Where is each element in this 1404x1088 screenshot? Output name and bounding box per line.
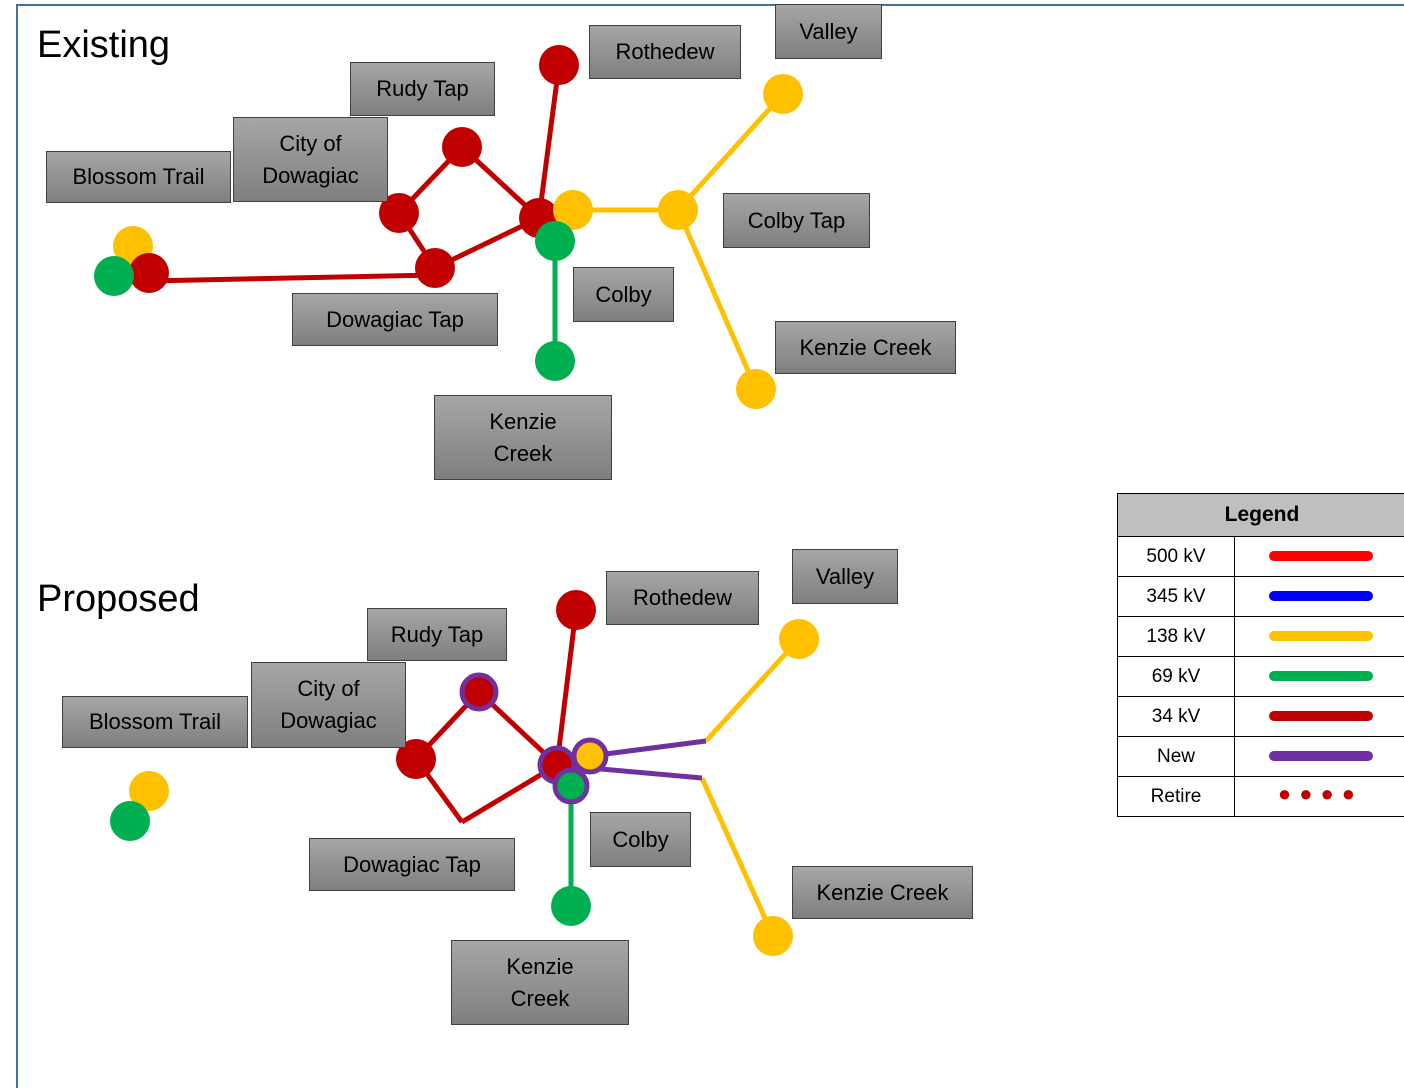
legend-row: 345 kV <box>1117 576 1404 617</box>
label-rudy-tap-proposed: Rudy Tap <box>367 608 507 661</box>
legend-row: 138 kV <box>1117 616 1404 657</box>
label-colby: Colby <box>573 267 674 322</box>
label-kenzie-creek-right: Kenzie Creek <box>775 321 956 374</box>
node-rudy-tap-proposed <box>459 672 499 712</box>
legend-row: Retire ●●●● <box>1117 776 1404 817</box>
label-kenzie-creek-bottom-proposed: Kenzie Creek <box>451 940 629 1025</box>
legend-title: Legend <box>1117 493 1404 537</box>
line-138kv-colbytap-valley <box>676 92 785 212</box>
legend-dots-swatch: ●●●● <box>1277 780 1364 806</box>
legend-line-swatch <box>1268 591 1373 602</box>
label-rudy-tap: Rudy Tap <box>350 62 495 116</box>
legend-row: New <box>1117 736 1404 777</box>
legend-label: 345 kV <box>1117 576 1235 617</box>
line-34kv-dowtap-blossom <box>148 272 436 284</box>
node-blossom-trail-69kv <box>94 256 134 296</box>
line-34kv-rothedew-colby <box>536 64 562 219</box>
label-rothedew-proposed: Rothedew <box>606 571 759 625</box>
node-kenzie-creek-138kv <box>736 369 776 409</box>
node-city-of-dowagiac-proposed <box>396 739 436 779</box>
legend-swatch-cell <box>1234 656 1404 697</box>
legend-label: 138 kV <box>1117 616 1235 657</box>
legend-line-swatch <box>1268 551 1373 562</box>
label-dowagiac-tap: Dowagiac Tap <box>292 293 498 346</box>
line-138kv-kenzie-proposed <box>699 776 776 938</box>
node-valley-proposed <box>779 619 819 659</box>
legend-swatch-cell <box>1234 696 1404 737</box>
label-kenzie-creek-bottom: Kenzie Creek <box>434 395 612 480</box>
node-blossom-trail-69kv-proposed <box>110 801 150 841</box>
slide-frame <box>16 4 1404 1088</box>
label-dowagiac-tap-proposed: Dowagiac Tap <box>309 838 515 891</box>
legend-swatch-cell <box>1234 536 1404 577</box>
legend-swatch-cell <box>1234 576 1404 617</box>
legend-line-swatch <box>1268 671 1373 682</box>
legend-swatch-cell <box>1234 616 1404 657</box>
legend-label: 500 kV <box>1117 536 1235 577</box>
node-colby-tap <box>658 190 698 230</box>
node-blossom-trail-34kv <box>129 253 169 293</box>
legend-line-swatch <box>1268 631 1373 642</box>
line-138kv-valley-proposed <box>704 637 801 743</box>
legend-line-swatch <box>1268 711 1373 722</box>
legend-label: 69 kV <box>1117 656 1235 697</box>
legend-row: 69 kV <box>1117 656 1404 697</box>
node-dowagiac-tap <box>415 248 455 288</box>
legend-label: New <box>1117 736 1235 777</box>
node-colby-69kv-proposed <box>552 767 590 805</box>
node-valley <box>763 74 803 114</box>
line-34kv-rothedew-colby-proposed <box>554 609 579 766</box>
line-138kv-colbytap-kenzie <box>675 209 759 390</box>
label-rothedew: Rothedew <box>589 25 741 79</box>
legend-swatch-cell: ●●●● <box>1234 776 1404 817</box>
label-blossom-trail-proposed: Blossom Trail <box>62 696 248 748</box>
legend-line-swatch <box>1268 751 1373 762</box>
node-city-of-dowagiac <box>379 193 419 233</box>
node-kenzie-creek-69kv <box>535 341 575 381</box>
node-kenzie-creek-138kv-proposed <box>753 916 793 956</box>
node-rothedew <box>539 45 579 85</box>
legend-label: Retire <box>1117 776 1235 817</box>
node-kenzie-creek-69kv-proposed <box>551 886 591 926</box>
node-rudy-tap <box>442 127 482 167</box>
existing-network <box>94 45 803 409</box>
existing-title: Existing <box>37 24 171 66</box>
label-blossom-trail: Blossom Trail <box>46 151 231 203</box>
node-rothedew-proposed <box>556 590 596 630</box>
legend-row: 500 kV <box>1117 536 1404 577</box>
node-colby-138kv-proposed <box>571 737 609 775</box>
node-colby-69kv <box>535 221 575 261</box>
legend-row: 34 kV <box>1117 696 1404 737</box>
line-new-to-valley <box>589 738 707 759</box>
label-colby-proposed: Colby <box>590 812 691 867</box>
label-valley: Valley <box>775 4 882 59</box>
label-valley-proposed: Valley <box>792 549 898 604</box>
label-city-of-dowagiac: City of Dowagiac <box>233 117 388 202</box>
label-city-of-dowagiac-proposed: City of Dowagiac <box>251 662 406 748</box>
proposed-network <box>110 590 819 956</box>
legend-label: 34 kV <box>1117 696 1235 737</box>
proposed-title: Proposed <box>37 578 200 620</box>
label-colby-tap: Colby Tap <box>723 193 870 248</box>
node-blossom-trail-138kv-proposed <box>129 771 169 811</box>
node-colby-138kv <box>553 190 593 230</box>
label-kenzie-creek-right-proposed: Kenzie Creek <box>792 866 973 919</box>
line-new-to-kenzie <box>589 765 703 781</box>
legend-swatch-cell <box>1234 736 1404 777</box>
